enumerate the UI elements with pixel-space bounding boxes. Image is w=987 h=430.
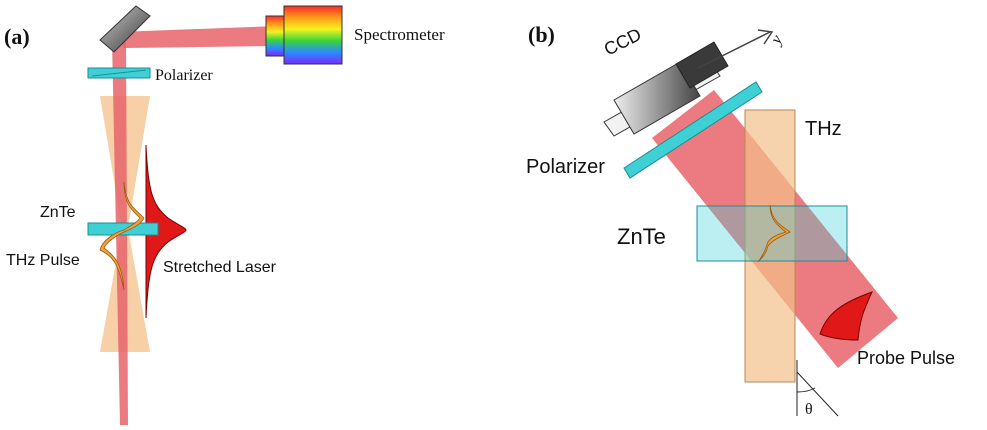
spectrometer-icon bbox=[265, 5, 343, 65]
theta-tilted-line bbox=[796, 371, 839, 417]
thz-pulse bbox=[99, 181, 145, 291]
thz-pulse-b bbox=[757, 204, 791, 263]
znte-crystal-a bbox=[87, 222, 159, 236]
polarizer-plate-b bbox=[623, 81, 763, 179]
spectrometer-label: Spectrometer bbox=[354, 25, 445, 44]
thz-pulse-label: THz Pulse bbox=[6, 252, 80, 269]
panel-b-tag: (b) bbox=[528, 22, 555, 47]
polarizer-plate-edge bbox=[91, 69, 147, 77]
stretched-laser-pulse bbox=[145, 144, 187, 319]
polarizer-label-a: Polarizer bbox=[155, 67, 213, 84]
mirror-icon bbox=[99, 5, 151, 53]
laser-beam-horizontal bbox=[118, 26, 278, 48]
polarizer-label-b: Polarizer bbox=[526, 156, 605, 178]
probe-pulse-shape bbox=[819, 291, 873, 341]
panel-b: (b) CCD y θ THz Pola bbox=[526, 22, 955, 418]
stretched-laser-label: Stretched Laser bbox=[163, 259, 277, 276]
panel-a: (a) Spectrometer Polarizer ZnTe THz Puls… bbox=[4, 5, 445, 425]
theta-label: θ bbox=[805, 401, 813, 418]
thz-label-b: THz bbox=[805, 118, 842, 140]
theta-arc bbox=[796, 387, 816, 393]
ccd-label: CCD bbox=[601, 24, 645, 60]
y-axis-label: y bbox=[767, 32, 787, 49]
znte-label-b: ZnTe bbox=[617, 224, 666, 249]
probe-pulse-label: Probe Pulse bbox=[857, 348, 955, 368]
y-axis-arrow bbox=[697, 29, 774, 69]
panel-a-tag: (a) bbox=[4, 24, 30, 49]
ccd-camera-icon bbox=[603, 41, 729, 137]
thz-beam bbox=[744, 109, 796, 383]
znte-label-a: ZnTe bbox=[40, 204, 76, 221]
